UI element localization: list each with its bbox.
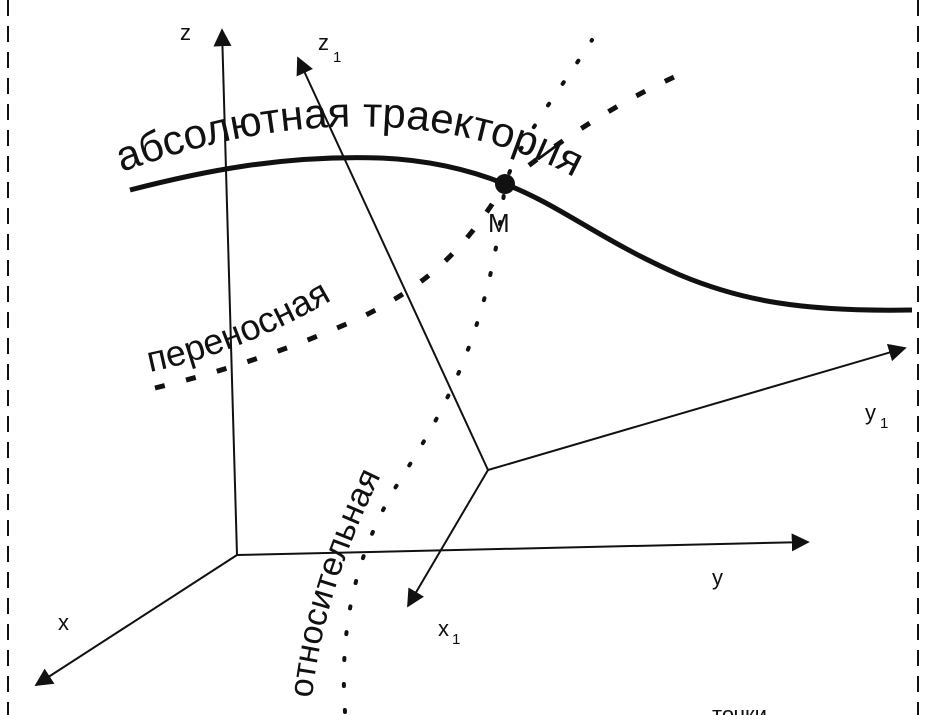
- bottom-fragment: точки: [712, 702, 767, 715]
- z1-axis: [296, 56, 489, 471]
- relative-trajectory: [341, 38, 594, 714]
- z1-axis-label: z 1: [318, 30, 341, 66]
- point-m-label: M: [488, 208, 510, 238]
- y1-axis: [487, 343, 907, 471]
- fixed-axes: [34, 28, 810, 686]
- dashed-frame: [7, 0, 919, 715]
- x1-axis: [407, 469, 489, 608]
- transport-trajectory-label: переносная: [143, 271, 337, 380]
- moving-axes: [296, 56, 907, 608]
- y-axis: [236, 533, 810, 556]
- x-axis: [34, 554, 238, 686]
- relative-trajectory-label: относительная: [282, 462, 388, 699]
- svg-text:z: z: [318, 30, 329, 55]
- svg-text:x: x: [438, 616, 449, 641]
- svg-text:1: 1: [880, 415, 888, 432]
- svg-text:1: 1: [452, 631, 460, 648]
- svg-text:1: 1: [333, 49, 341, 66]
- z-axis-label: z: [180, 20, 191, 45]
- x-axis-label: x: [58, 610, 69, 635]
- z-axis: [213, 28, 238, 556]
- absolute-trajectory: [129, 155, 913, 313]
- y-axis-label: y: [712, 565, 723, 590]
- svg-text:y: y: [865, 400, 876, 425]
- x1-axis-label: x 1: [438, 616, 460, 648]
- y1-axis-label: y 1: [865, 400, 888, 432]
- point-m: [495, 174, 515, 194]
